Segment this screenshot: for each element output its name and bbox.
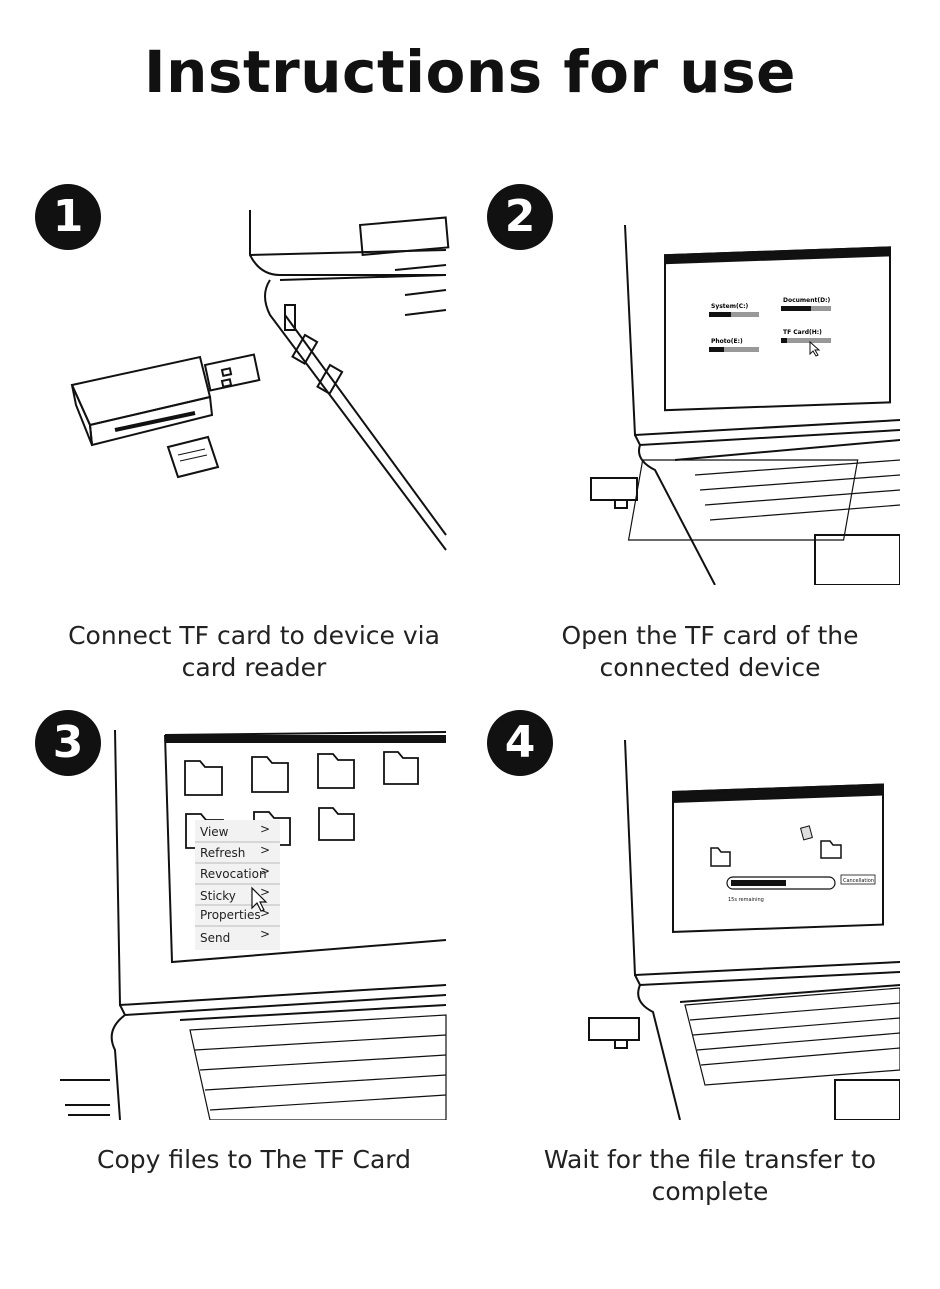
context-menu-item-view[interactable]: View: [200, 825, 229, 839]
step-2-caption-line1: Open the TF card of the: [561, 621, 859, 650]
cancel-button-label: Cancellation: [843, 878, 874, 884]
transfer-dialog: Cancellation 15s remaining: [710, 825, 876, 903]
drive-label-h: TF Card(H:): [783, 329, 822, 336]
step-4-illustration: Cancellation 15s remaining: [588, 740, 900, 1120]
submenu-arrow: >: [260, 885, 270, 899]
context-menu-item-sticky[interactable]: Sticky: [200, 889, 236, 903]
context-menu-item-refresh[interactable]: Refresh: [200, 846, 245, 860]
folder-icon: [820, 840, 842, 859]
submenu-arrow: >: [260, 927, 270, 941]
folder-icon: [251, 756, 289, 793]
drive-label-d: Document(D:): [783, 297, 831, 304]
folder-icon: [184, 760, 223, 796]
progress-bar-fill: [731, 880, 786, 886]
step-2-number: 2: [487, 184, 553, 250]
step-1-caption: Connect TF card to device via card reade…: [34, 620, 474, 684]
context-menu-item-properties[interactable]: Properties: [200, 908, 261, 922]
step-1-number: 1: [35, 184, 101, 250]
step-2-illustration: System(C:) Document(D:) Photo(E:) TF Car…: [590, 224, 900, 585]
context-menu: View Refresh Revocation Sticky Propertie…: [195, 820, 280, 950]
submenu-arrow: >: [260, 864, 270, 878]
context-menu-item-send[interactable]: Send: [200, 931, 230, 945]
step-3-caption-line1: Copy files to The TF Card: [97, 1145, 411, 1174]
drive-list: System(C:) Document(D:) Photo(E:) TF Car…: [709, 297, 831, 357]
remaining-time: 15s remaining: [728, 897, 764, 903]
submenu-arrow: >: [260, 843, 270, 857]
submenu-arrow: >: [260, 822, 270, 836]
step-4-number: 4: [487, 710, 553, 776]
step-4-caption-line2: complete: [651, 1177, 769, 1206]
step-3-number: 3: [35, 710, 101, 776]
step-1-caption-line2: card reader: [181, 653, 327, 682]
file-icon: [799, 825, 813, 841]
step-3-illustration: View Refresh Revocation Sticky Propertie…: [60, 730, 447, 1120]
step-2-caption: Open the TF card of the connected device: [490, 620, 930, 684]
step-2-caption-line2: connected device: [599, 653, 821, 682]
progress-bar: [726, 876, 836, 890]
cancel-button[interactable]: [840, 874, 876, 885]
cursor-icon: [251, 886, 268, 912]
step-3-caption: Copy files to The TF Card: [34, 1144, 474, 1176]
step-4-caption-line1: Wait for the file transfer to: [543, 1145, 877, 1174]
folder-icon: [710, 847, 731, 867]
step-4-caption: Wait for the file transfer to complete: [490, 1144, 930, 1208]
step-1-caption-line1: Connect TF card to device via: [68, 621, 440, 650]
submenu-arrow: >: [260, 906, 270, 920]
drive-label-c: System(C:): [711, 303, 749, 310]
folder-icon: [383, 751, 419, 785]
folder-icon: [318, 807, 355, 841]
cursor-icon: [809, 340, 821, 357]
drive-label-e: Photo(E:): [711, 338, 743, 345]
folder-icon: [317, 753, 355, 789]
page-title: Instructions for use: [144, 38, 796, 106]
step-1-illustration: [70, 210, 450, 551]
context-menu-item-revocation[interactable]: Revocation: [200, 867, 267, 881]
